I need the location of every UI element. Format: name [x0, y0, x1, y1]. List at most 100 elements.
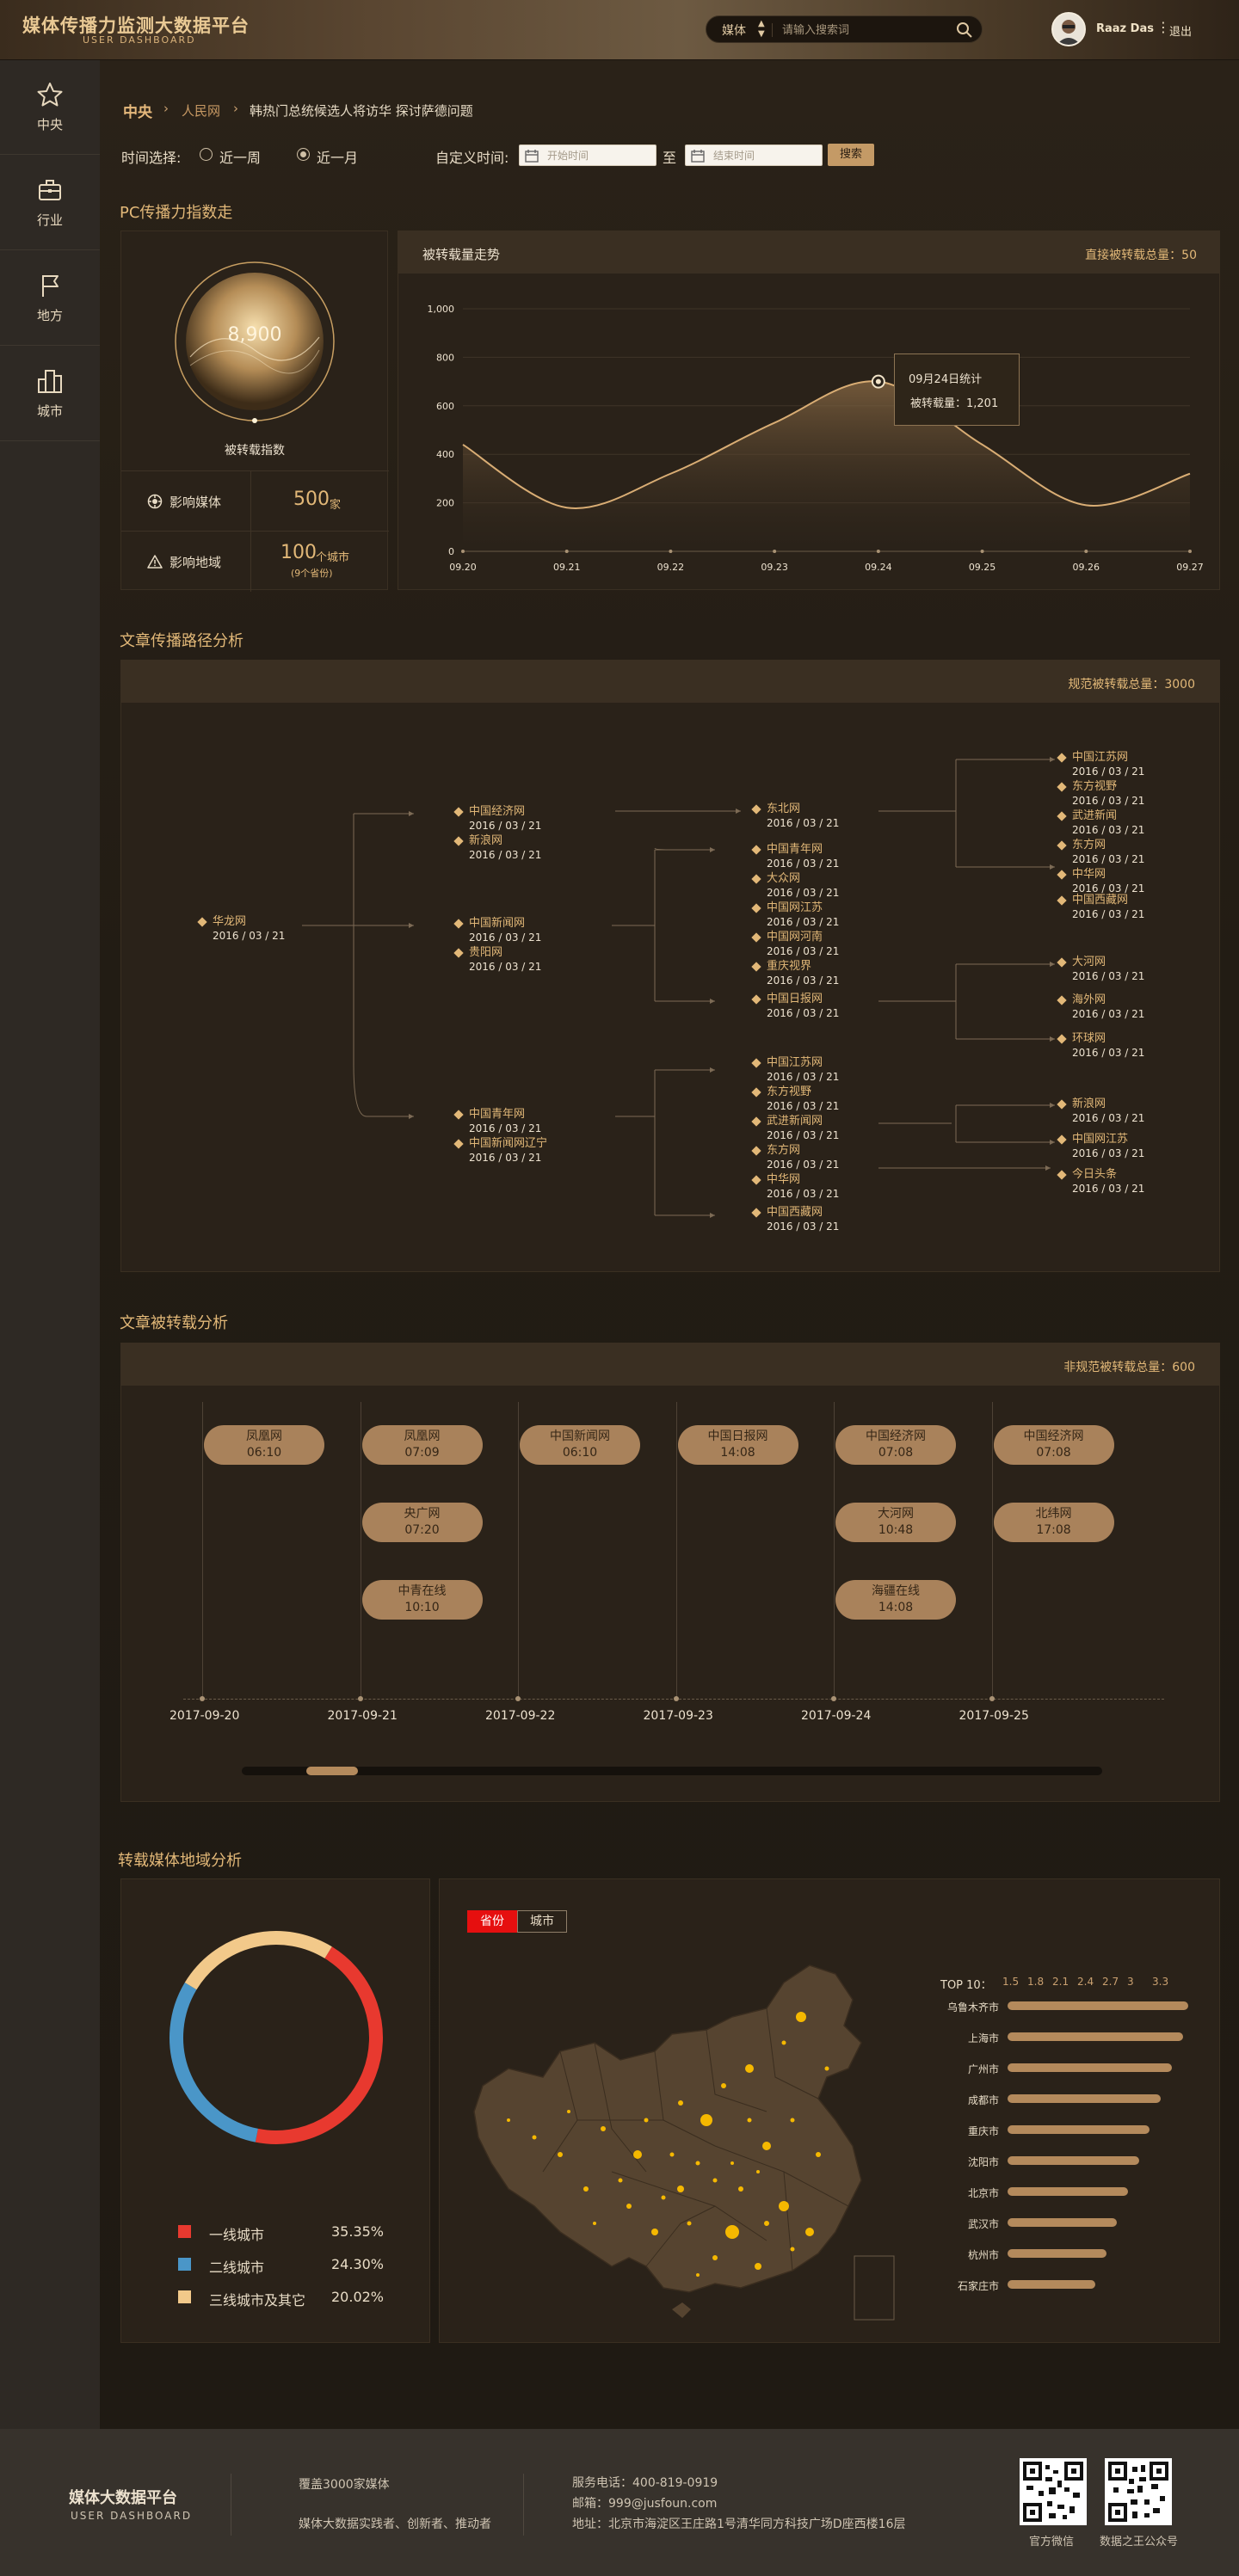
donut-slice[interactable] — [184, 1931, 332, 1990]
top10-bar[interactable] — [1008, 2280, 1095, 2289]
top10-bar[interactable] — [1008, 2249, 1106, 2258]
sidebar-item-industry[interactable]: 行业 — [0, 156, 100, 250]
search-category[interactable]: 媒体 — [722, 24, 746, 38]
breadcrumb-root[interactable]: 中央 — [123, 104, 152, 121]
event-time: 06:10 — [562, 1446, 598, 1460]
start-date-input[interactable] — [547, 148, 642, 163]
stat-divider — [250, 471, 251, 532]
top10-bar[interactable] — [1008, 2156, 1139, 2165]
tab-province[interactable]: 省份 — [467, 1910, 517, 1933]
user-name[interactable]: Raaz Das — [1096, 22, 1154, 35]
search-button[interactable]: 搜索 — [828, 144, 874, 166]
repost-total: 非规范被转载总量：600 — [1063, 1361, 1195, 1374]
sidebar-item-central[interactable]: 中央 — [0, 60, 100, 155]
y-tick-label: 800 — [436, 352, 454, 363]
top10-bar[interactable] — [1008, 2063, 1172, 2072]
timeline-scrollbar[interactable] — [242, 1767, 1102, 1775]
y-tick-label: 0 — [448, 546, 454, 557]
top10-bar[interactable] — [1008, 2032, 1183, 2041]
logout-link[interactable]: 退出 — [1169, 26, 1193, 39]
event-time: 10:10 — [404, 1601, 440, 1614]
top10-bar[interactable] — [1008, 2218, 1117, 2227]
media-icon — [147, 494, 163, 509]
top10-tick: 1.8 — [1027, 1976, 1045, 1988]
end-date-input[interactable] — [713, 148, 808, 163]
radio-week-label[interactable]: 近一周 — [219, 150, 262, 166]
end-date-field[interactable] — [685, 144, 823, 166]
top10-bar[interactable] — [1008, 2001, 1188, 2010]
top10-bar[interactable] — [1008, 2125, 1150, 2134]
top10-tick: 3.3 — [1152, 1976, 1169, 1988]
donut-slice[interactable] — [170, 1983, 259, 2143]
tab-city[interactable]: 城市 — [517, 1910, 567, 1933]
china-map — [473, 1964, 895, 2321]
top10-city: 北京市 — [967, 2187, 999, 2199]
sort-caret-icon[interactable]: ▲▼ — [758, 19, 765, 39]
more-icon[interactable]: ⋮ — [1156, 19, 1170, 35]
sidebar-item-local[interactable]: 地方 — [0, 251, 100, 346]
breadcrumb-mid[interactable]: 人民网 — [182, 103, 221, 119]
search-icon[interactable] — [956, 22, 973, 39]
footer-email[interactable]: 邮箱：999@jusfoun.com — [572, 2497, 718, 2511]
top10-bar[interactable] — [1008, 2187, 1128, 2196]
avatar[interactable] — [1051, 12, 1086, 46]
radio-week[interactable] — [200, 148, 213, 161]
sidebar-item-city[interactable]: 城市 — [0, 347, 100, 441]
x-tick-label: 09.25 — [969, 562, 996, 573]
radio-month[interactable] — [297, 148, 310, 161]
footer-address: 地址：北京市海淀区王庄路1号清华同方科技广场D座西楼16层 — [572, 2518, 906, 2531]
qr-code-wechat — [1020, 2458, 1087, 2525]
scrollbar-thumb[interactable] — [306, 1767, 358, 1775]
search-input[interactable] — [782, 21, 946, 40]
top10-bar[interactable] — [1008, 2094, 1161, 2103]
donut-slice[interactable] — [255, 1946, 383, 2144]
event-time: 07:20 — [404, 1523, 440, 1537]
start-date-field[interactable] — [519, 144, 656, 166]
radio-month-label[interactable]: 近一月 — [317, 150, 359, 166]
